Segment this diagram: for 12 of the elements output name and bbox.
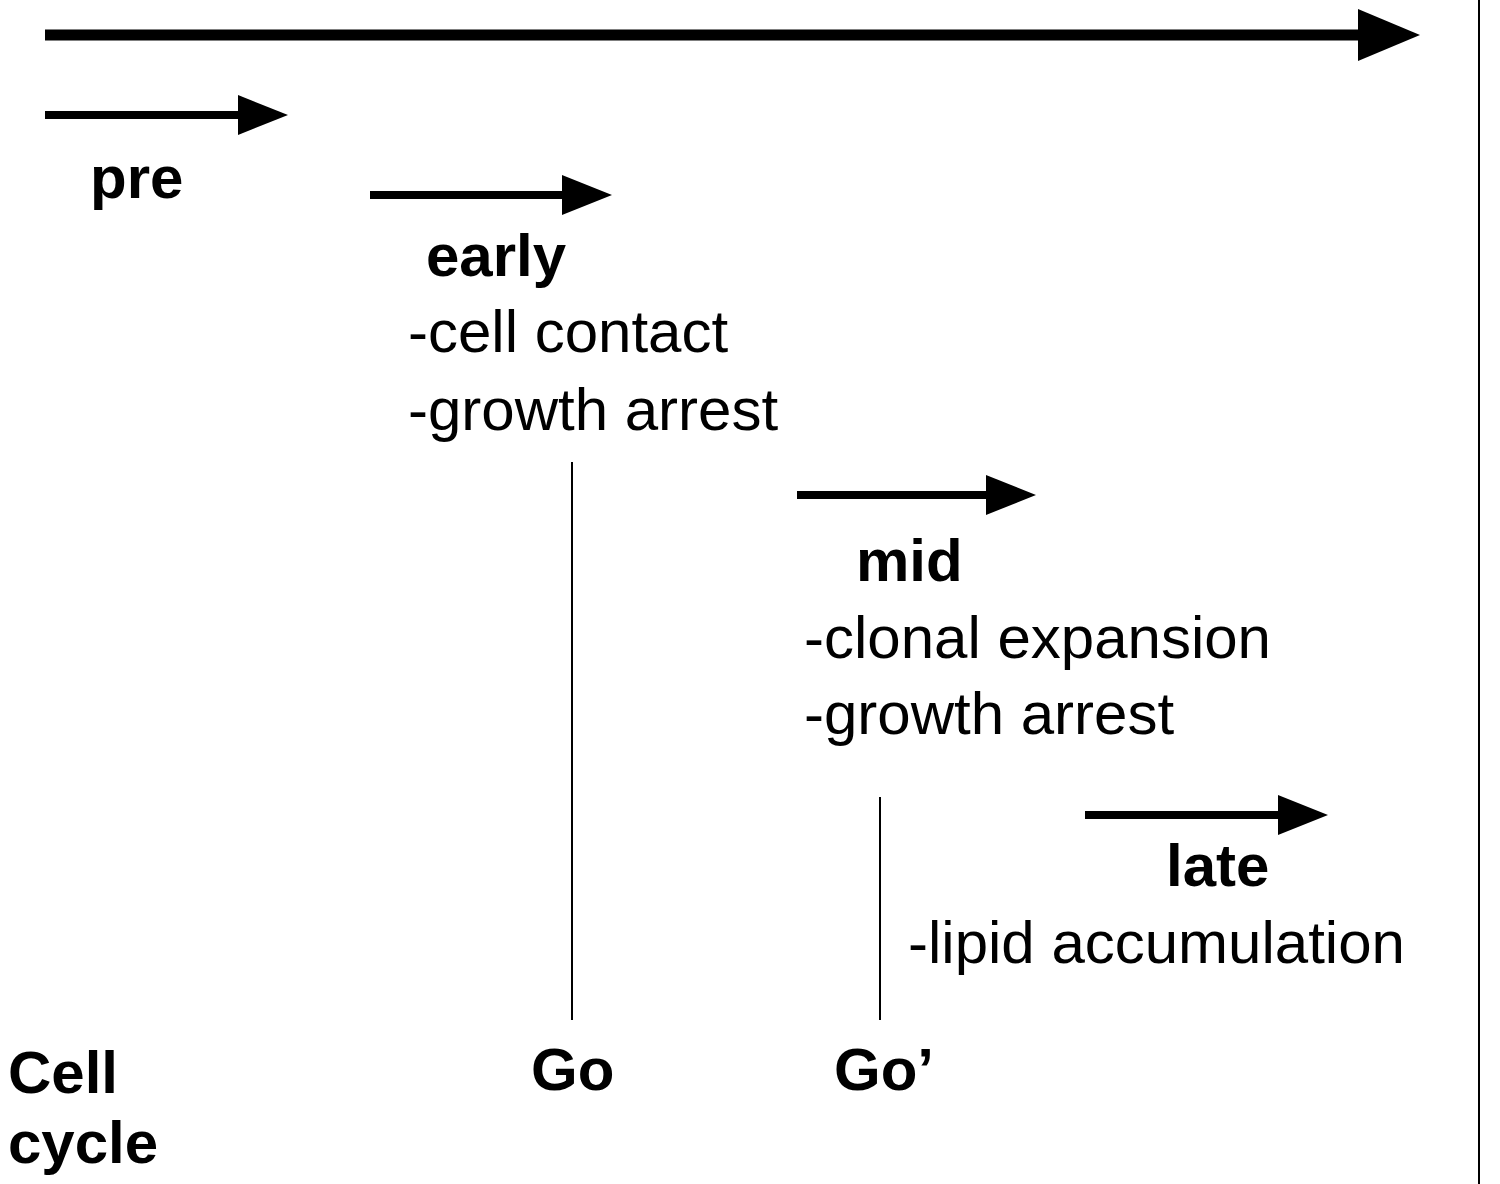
stage-heading: Cell cycle [8, 1038, 160, 1179]
stage-description: -growth arrest [804, 684, 1175, 744]
stage-description: -growth arrest [408, 380, 779, 440]
stage-description: -cell contact [408, 302, 729, 362]
stage-heading: early [426, 226, 567, 286]
stage-heading: pre [90, 148, 184, 208]
stage-heading: Go’ [834, 1040, 934, 1100]
stage-heading: late [1166, 836, 1270, 896]
stage-description: -clonal expansion [804, 608, 1271, 668]
stage-heading: mid [856, 531, 963, 591]
stage-heading: Go [531, 1040, 615, 1100]
stage-description: -lipid accumulation [908, 913, 1405, 973]
